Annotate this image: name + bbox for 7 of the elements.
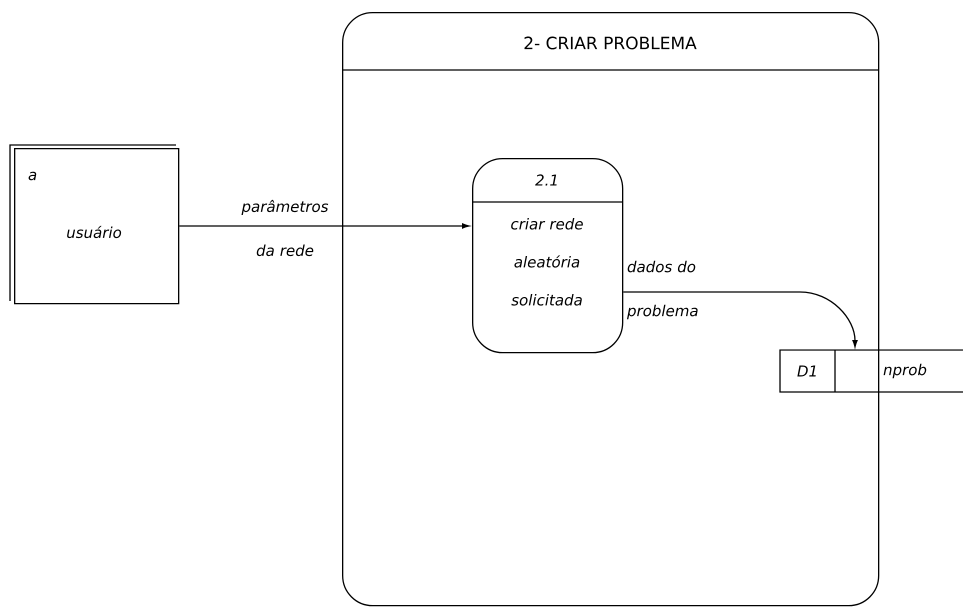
edge-label: parâmetros da rede — [241, 200, 328, 256]
arrow — [623, 291, 858, 348]
data-store: D1 nprob — [779, 349, 963, 393]
process-box: 2.1 criar rede aleatória solicitada — [472, 158, 624, 354]
external-entity-box: a usuário — [9, 144, 180, 304]
edge-label: dados do problema — [626, 260, 698, 320]
arrow — [179, 223, 470, 229]
